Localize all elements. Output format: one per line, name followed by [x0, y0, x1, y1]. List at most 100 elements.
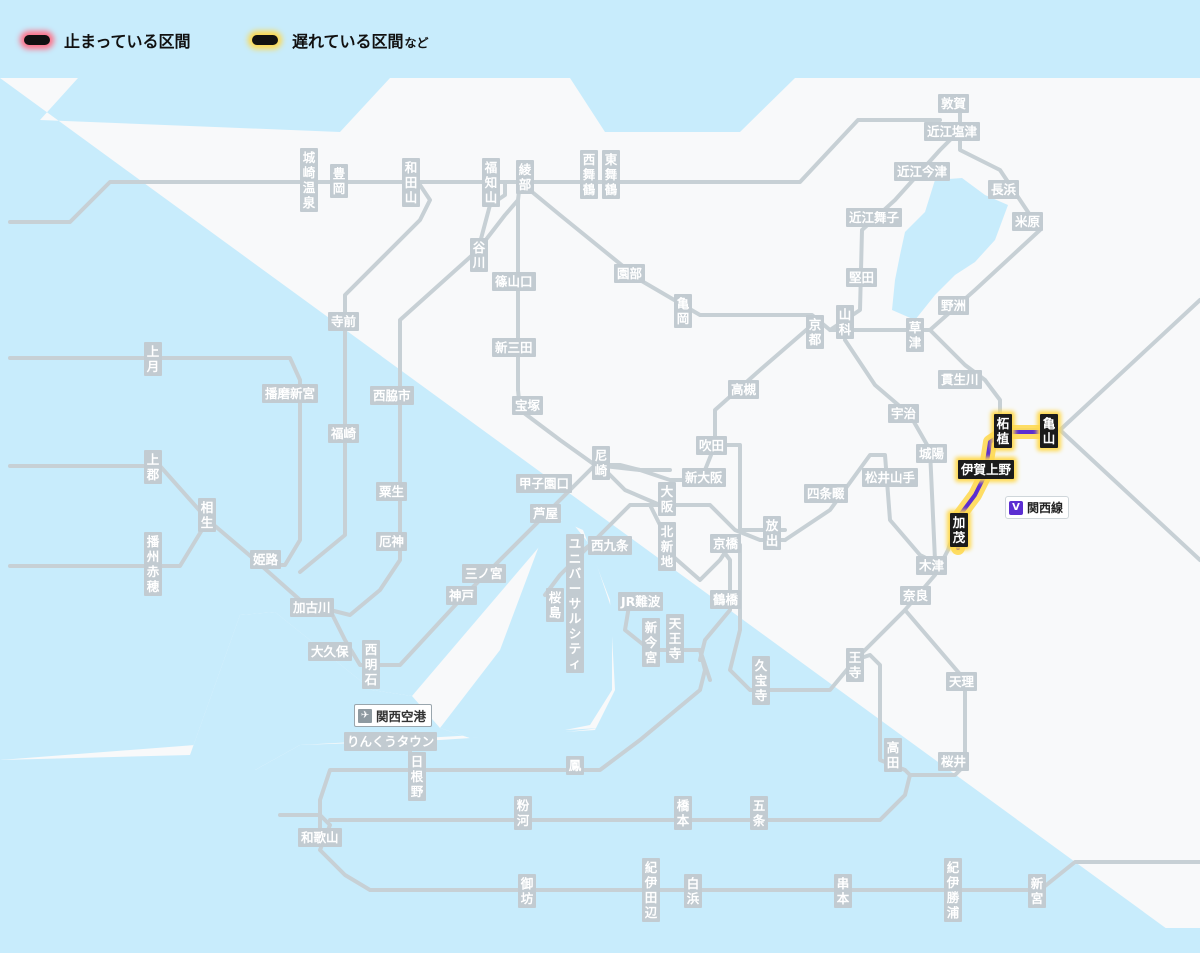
station-kamigori[interactable]: 上郡	[144, 450, 162, 484]
station-universal-city[interactable]: ユニバーサルシティ	[566, 534, 584, 673]
station-katata[interactable]: 堅田	[846, 268, 878, 287]
station-tsuruhashi[interactable]: 鶴橋	[710, 590, 742, 609]
station-uji[interactable]: 宇治	[888, 404, 920, 423]
station-aioi[interactable]: 相生	[198, 498, 216, 532]
station-kakogawa[interactable]: 加古川	[290, 598, 334, 617]
station-hineno[interactable]: 日根野	[408, 752, 426, 801]
station-yakujin[interactable]: 厄神	[376, 532, 408, 551]
station-kyoto[interactable]: 京都	[806, 315, 824, 349]
station-rinku-town[interactable]: りんくうタウン	[344, 732, 438, 751]
line-v-icon: V	[1009, 500, 1023, 515]
airport-label: 関西空港	[376, 709, 427, 724]
station-sonobe[interactable]: 園部	[614, 264, 646, 283]
station-okubo[interactable]: 大久保	[308, 642, 352, 661]
station-sannomiya[interactable]: 三ノ宮	[462, 564, 506, 583]
station-kamo[interactable]: 加茂	[950, 513, 968, 547]
station-fukusaki[interactable]: 福崎	[328, 424, 360, 443]
station-tanigawa[interactable]: 谷川	[470, 238, 488, 272]
legend-delayed-note: など	[404, 36, 429, 50]
station-suita[interactable]: 吹田	[696, 436, 728, 455]
osaka-bay-inner	[440, 520, 612, 738]
station-kamigori-top[interactable]: 上月	[144, 342, 162, 376]
station-shin-imamiya[interactable]: 新今宮	[642, 618, 660, 667]
station-higashi-maizuru[interactable]: 東舞鶴	[602, 150, 620, 199]
badge-label: 関西線	[1027, 501, 1064, 515]
station-joyo[interactable]: 城陽	[916, 444, 948, 463]
station-tenri[interactable]: 天理	[946, 672, 978, 691]
station-himeji[interactable]: 姫路	[250, 550, 282, 569]
station-takarazuka[interactable]: 宝塚	[512, 396, 544, 415]
station-nishi-maizuru[interactable]: 西舞鶴	[580, 150, 598, 199]
station-gobo[interactable]: 御坊	[518, 874, 536, 908]
station-oji[interactable]: 王寺	[846, 648, 864, 682]
station-tsuge[interactable]: 柘植	[994, 414, 1012, 448]
station-jr-namba[interactable]: JR難波	[618, 592, 664, 611]
station-kushimoto[interactable]: 串本	[834, 874, 852, 908]
station-kibukawa[interactable]: 貫生川	[938, 370, 982, 389]
legend-stopped-label: 止まっている区間	[64, 32, 191, 51]
station-omi-shiotsu[interactable]: 近江塩津	[924, 122, 981, 141]
station-wakayama[interactable]: 和歌山	[298, 828, 342, 847]
station-teramae[interactable]: 寺前	[328, 312, 360, 331]
station-wadayama[interactable]: 和田山	[402, 158, 420, 207]
station-kinosaki-onsen[interactable]: 城崎温泉	[300, 148, 318, 212]
station-kii-tanabe[interactable]: 紀伊田辺	[642, 858, 660, 922]
station-kobe[interactable]: 神戸	[446, 586, 478, 605]
station-omi-maiko[interactable]: 近江舞子	[846, 208, 903, 227]
south-coast-sea	[0, 612, 600, 953]
station-gojo[interactable]: 五条	[750, 796, 768, 830]
station-kusatsu[interactable]: 草津	[906, 318, 924, 352]
station-amagasaki[interactable]: 尼崎	[592, 446, 610, 480]
lake-biwa	[892, 178, 1008, 320]
station-hashimoto[interactable]: 橋本	[674, 796, 692, 830]
station-sakurajima[interactable]: 桜島	[546, 588, 564, 622]
station-takatsuki[interactable]: 高槻	[728, 380, 760, 399]
station-koshienguchi[interactable]: 甲子園口	[516, 474, 573, 493]
station-kameyama[interactable]: 亀山	[1040, 414, 1058, 448]
station-ayabe[interactable]: 綾部	[516, 160, 534, 194]
station-sakurai[interactable]: 桜井	[938, 752, 970, 771]
station-iga-ueno[interactable]: 伊賀上野	[958, 460, 1015, 479]
station-hanaten[interactable]: 放出	[763, 516, 781, 550]
station-kokawa[interactable]: 粉河	[514, 796, 532, 830]
station-kyuhoji[interactable]: 久宝寺	[752, 656, 770, 705]
station-matsuiyamate[interactable]: 松井山手	[862, 468, 919, 487]
station-shin-osaka[interactable]: 新大阪	[682, 468, 726, 487]
station-yasu[interactable]: 野洲	[938, 296, 970, 315]
station-shin-sanda[interactable]: 新三田	[492, 338, 536, 357]
legend-bar: 止まっている区間 遅れている区間 など	[0, 0, 1200, 78]
legend-stopped: 止まっている区間	[24, 26, 191, 54]
station-ashiya[interactable]: 芦屋	[530, 504, 562, 523]
station-kyobashi[interactable]: 京橋	[710, 534, 742, 553]
station-shingu[interactable]: 新宮	[1028, 874, 1046, 908]
station-kameoka[interactable]: 亀岡	[674, 294, 692, 328]
station-sasayamaguchi[interactable]: 篠山口	[492, 272, 536, 291]
station-omi-imazu[interactable]: 近江今津	[894, 162, 951, 181]
station-nishikujo[interactable]: 西九条	[588, 536, 632, 555]
station-maibara[interactable]: 米原	[1012, 212, 1044, 231]
station-nagahama[interactable]: 長浜	[988, 180, 1020, 199]
station-yamashina[interactable]: 山科	[836, 305, 854, 339]
kansai-airport[interactable]: ✈ 関西空港	[354, 704, 433, 727]
stopped-swatch-icon	[24, 35, 50, 45]
station-kizu[interactable]: 木津	[916, 556, 948, 575]
kansai-line-badge[interactable]: V 関西線	[1005, 496, 1070, 519]
station-nishiwakishi[interactable]: 西脇市	[370, 386, 414, 405]
station-nishi-akashi[interactable]: 西明石	[362, 640, 380, 689]
station-harima-shingu[interactable]: 播磨新宮	[262, 384, 319, 403]
station-banshu-ako[interactable]: 播州赤穂	[144, 532, 162, 596]
station-takada[interactable]: 高田	[884, 738, 902, 772]
station-fukuchiyama[interactable]: 福知山	[482, 158, 500, 207]
station-toyooka[interactable]: 豊岡	[330, 164, 348, 198]
station-shirahama[interactable]: 白浜	[684, 874, 702, 908]
station-tsuruga[interactable]: 敦賀	[938, 94, 970, 113]
station-shijonawate[interactable]: 四条畷	[804, 484, 848, 503]
station-osaka[interactable]: 大阪	[658, 482, 676, 516]
station-nara[interactable]: 奈良	[900, 586, 932, 605]
station-tennoji[interactable]: 天王寺	[666, 614, 684, 663]
station-awaga[interactable]: 粟生	[376, 482, 408, 501]
station-otori[interactable]: 鳳	[566, 756, 584, 775]
station-kii-katsuura[interactable]: 紀伊勝浦	[944, 858, 962, 922]
station-kitashinchi[interactable]: 北新地	[658, 522, 676, 571]
